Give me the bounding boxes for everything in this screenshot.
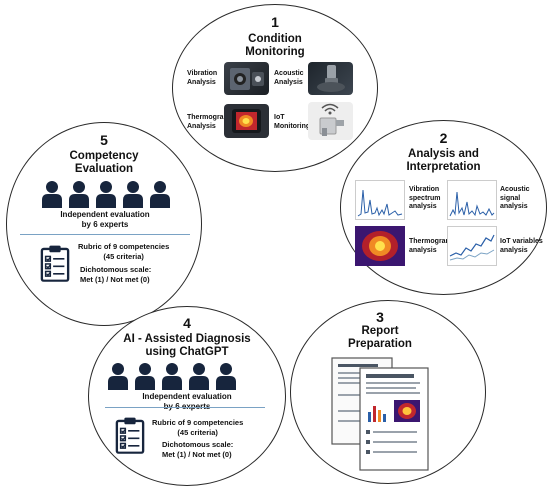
vibration-sensor-photo [224,62,269,95]
step-4-title-line2: using ChatGPT [145,346,229,358]
acoustic-sensor-photo [308,62,353,95]
vibration-spectrum-chart-icon [355,180,405,220]
rubric-clipboard-icon [115,416,145,454]
step-3-number: 3 [376,309,384,325]
step-5-circle [6,122,202,326]
step-1-title-line1: Condition [248,33,302,45]
thermogram-label: Thermogram analysis [409,238,452,254]
thermogram-image-icon [355,226,405,266]
expert-person-icon [41,180,63,208]
thermography-analysis-label: Thermography Analysis [187,114,237,130]
expert-person-icon [161,362,183,390]
step-5-rubric-text: Rubric of 9 competencies (45 criteria) [78,242,170,261]
step-4-scale-text: Dichotomous scale: Met (1) / Not met (0) [162,440,234,459]
expert-person-icon [107,362,129,390]
expert-person-icon [134,362,156,390]
step-4-evaluation-text: Independent evaluation by 6 experts [142,392,232,411]
iot-variables-chart-icon [447,226,497,266]
expert-person-icon [122,180,144,208]
step-4-number: 4 [183,315,191,331]
iot-variables-label: IoT variables analysis [500,238,543,254]
report-documents-illustration [331,357,429,471]
rubric-clipboard-icon [40,244,70,282]
expert-person-icon [149,180,171,208]
step-1-number: 1 [271,14,279,30]
step-5-title-line1: Competency [69,150,139,162]
step-2-title-line2: Interpretation [406,161,481,173]
thermal-camera-photo [224,104,269,138]
step-5-evaluation-text: Independent evaluation by 6 experts [60,210,150,229]
vibration-analysis-label: Vibration Analysis [187,70,218,86]
step-5-divider [20,234,190,235]
step-1-title-line2: Monitoring [245,46,305,58]
step-3-title-line2: Preparation [348,338,412,350]
expert-person-icon [68,180,90,208]
step-2-number: 2 [439,130,448,146]
iot-monitoring-label: IoT Monitoring [274,114,311,130]
acoustic-signal-chart-icon [447,180,497,220]
step-4-rubric-text: Rubric of 9 competencies (45 criteria) [152,418,244,437]
step-4-title-line1: AI - Assisted Diagnosis [123,333,251,345]
acoustic-analysis-label: Acoustic Analysis [274,70,304,86]
step-2-title-line1: Analysis and [408,148,479,160]
expert-person-icon [95,180,117,208]
acoustic-signal-label: Acoustic signal analysis [500,186,530,210]
vibration-spectrum-label: Vibration spectrum analysis [409,186,441,210]
step-5-scale-text: Dichotomous scale: Met (1) / Not met (0) [80,265,152,284]
step-3-title-line1: Report [361,325,399,337]
expert-person-icon [215,362,237,390]
iot-device-photo [308,102,353,140]
step-4-circle [88,306,286,486]
step-5-number: 5 [100,132,108,148]
step-5-title-line2: Evaluation [74,163,134,175]
step-4-divider [105,407,265,408]
expert-person-icon [188,362,210,390]
